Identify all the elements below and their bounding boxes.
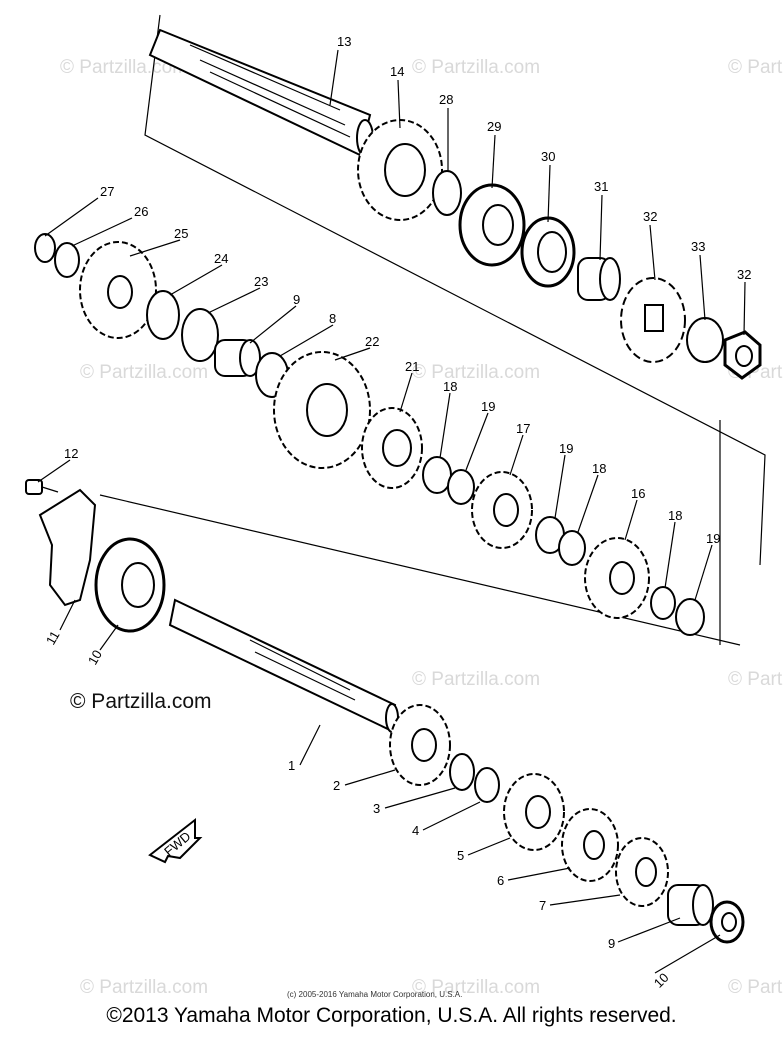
- watermark: © Partzilla.com: [728, 57, 783, 78]
- callout-32: 32: [737, 267, 751, 282]
- callout-13: 12: [64, 446, 78, 461]
- callout-18-a: 18: [443, 379, 457, 394]
- circlip-18-c: [650, 586, 676, 620]
- watermark: © Partzilla.com: [60, 57, 188, 78]
- watermark: © Partzilla.com: [728, 977, 783, 998]
- watermark: © Partzilla.com: [728, 669, 783, 690]
- callout-25: 26: [134, 204, 148, 219]
- callout-5: 5: [457, 848, 464, 863]
- bearing-28: [458, 183, 526, 267]
- plate-12: [38, 488, 97, 607]
- gear-16: [584, 537, 650, 619]
- washer-19-a: [447, 469, 475, 505]
- callout-29: 30: [541, 149, 555, 164]
- callout-20: 21: [405, 359, 419, 374]
- bushing-9-lower: [667, 884, 714, 926]
- gear-24: [79, 241, 157, 339]
- copyright-notice: ©2013 Yamaha Motor Corporation, U.S.A. A…: [106, 1004, 677, 1027]
- callout-labels: 13 14 28 29 30 31 32 33 32 27 26 25 24 2…: [43, 34, 752, 991]
- bolt-13: [25, 479, 59, 495]
- leader-lines: [37, 49, 746, 974]
- callout-8: 8: [329, 311, 336, 326]
- watermark: © Partzilla.com: [80, 362, 208, 383]
- callout-27: 28: [439, 92, 453, 107]
- watermark: © Partzilla.com: [412, 977, 540, 998]
- callout-33: 33: [691, 239, 705, 254]
- fwd-arrow-icon: FWD: [148, 817, 203, 864]
- collar-30: [577, 257, 621, 301]
- callout-22: 23: [254, 274, 268, 289]
- callout-11: 10: [85, 647, 105, 667]
- callout-19-a: 19: [481, 399, 495, 414]
- gear-7: [615, 837, 669, 907]
- partzilla-brand: © Partzilla.com: [70, 690, 212, 713]
- gear-20: [361, 407, 423, 489]
- circlip-4: [474, 767, 500, 803]
- callout-3: 3: [373, 801, 380, 816]
- callout-15: 14: [390, 64, 404, 79]
- callout-2: 2: [333, 778, 340, 793]
- watermark: © Partzilla.com: [80, 977, 208, 998]
- lock-washer-33: [686, 317, 724, 363]
- upper-assembly-outline: [144, 14, 766, 566]
- small-copyright: (c) 2005-2016 Yamaha Motor Corporation, …: [287, 990, 462, 999]
- sprocket-31: [620, 277, 686, 363]
- watermark-layer: © Partzilla.com © Partzilla.com © Partzi…: [60, 57, 783, 998]
- callout-9-upper: 9: [293, 292, 300, 307]
- watermark: © Partzilla.com: [412, 57, 540, 78]
- callout-10: 10: [651, 970, 672, 991]
- oil-seal-29: [520, 216, 576, 288]
- watermark: © Partzilla.com: [412, 362, 540, 383]
- callout-16: 16: [631, 486, 645, 501]
- washer-3: [449, 753, 475, 791]
- gear-6: [561, 808, 619, 882]
- callout-31: 32: [643, 209, 657, 224]
- washer-22: [181, 308, 219, 362]
- watermark: © Partzilla.com: [412, 669, 540, 690]
- callout-4: 4: [412, 823, 419, 838]
- circlip-23: [146, 290, 180, 340]
- callout-7: 7: [539, 898, 546, 913]
- circlip-18-a: [422, 456, 452, 494]
- callout-18-b: 18: [592, 461, 606, 476]
- callout-19-b: 19: [559, 441, 573, 456]
- callout-12: 11: [43, 628, 63, 647]
- callout-30: 31: [594, 179, 608, 194]
- gear-21: [273, 351, 371, 469]
- washer-27: [432, 170, 462, 216]
- callout-21: 22: [365, 334, 379, 349]
- callout-26: 27: [100, 184, 114, 199]
- lower-assembly-outline: [99, 494, 741, 646]
- gear-17: [471, 471, 533, 549]
- washer-19-c: [675, 598, 705, 636]
- callout-24: 25: [174, 226, 188, 241]
- bushing-9-upper: [214, 339, 261, 377]
- callout-9-lower: 9: [608, 936, 615, 951]
- callout-14: 13: [337, 34, 351, 49]
- gear-2: [389, 704, 451, 786]
- bearing-11: [94, 537, 166, 633]
- callout-19-c: 19: [706, 531, 720, 546]
- circlip-26: [34, 233, 56, 263]
- callout-1: 1: [288, 758, 295, 773]
- callout-28: 29: [487, 119, 501, 134]
- callout-18-c: 18: [668, 508, 682, 523]
- circlip-18-b: [558, 530, 586, 566]
- nut-32: [723, 330, 762, 380]
- callout-17: 17: [516, 421, 530, 436]
- collar-10: [709, 900, 745, 944]
- callout-6: 6: [497, 873, 504, 888]
- gear-15: [357, 119, 443, 221]
- gear-5: [503, 773, 565, 851]
- washer-25: [54, 242, 80, 278]
- callout-23: 24: [214, 251, 228, 266]
